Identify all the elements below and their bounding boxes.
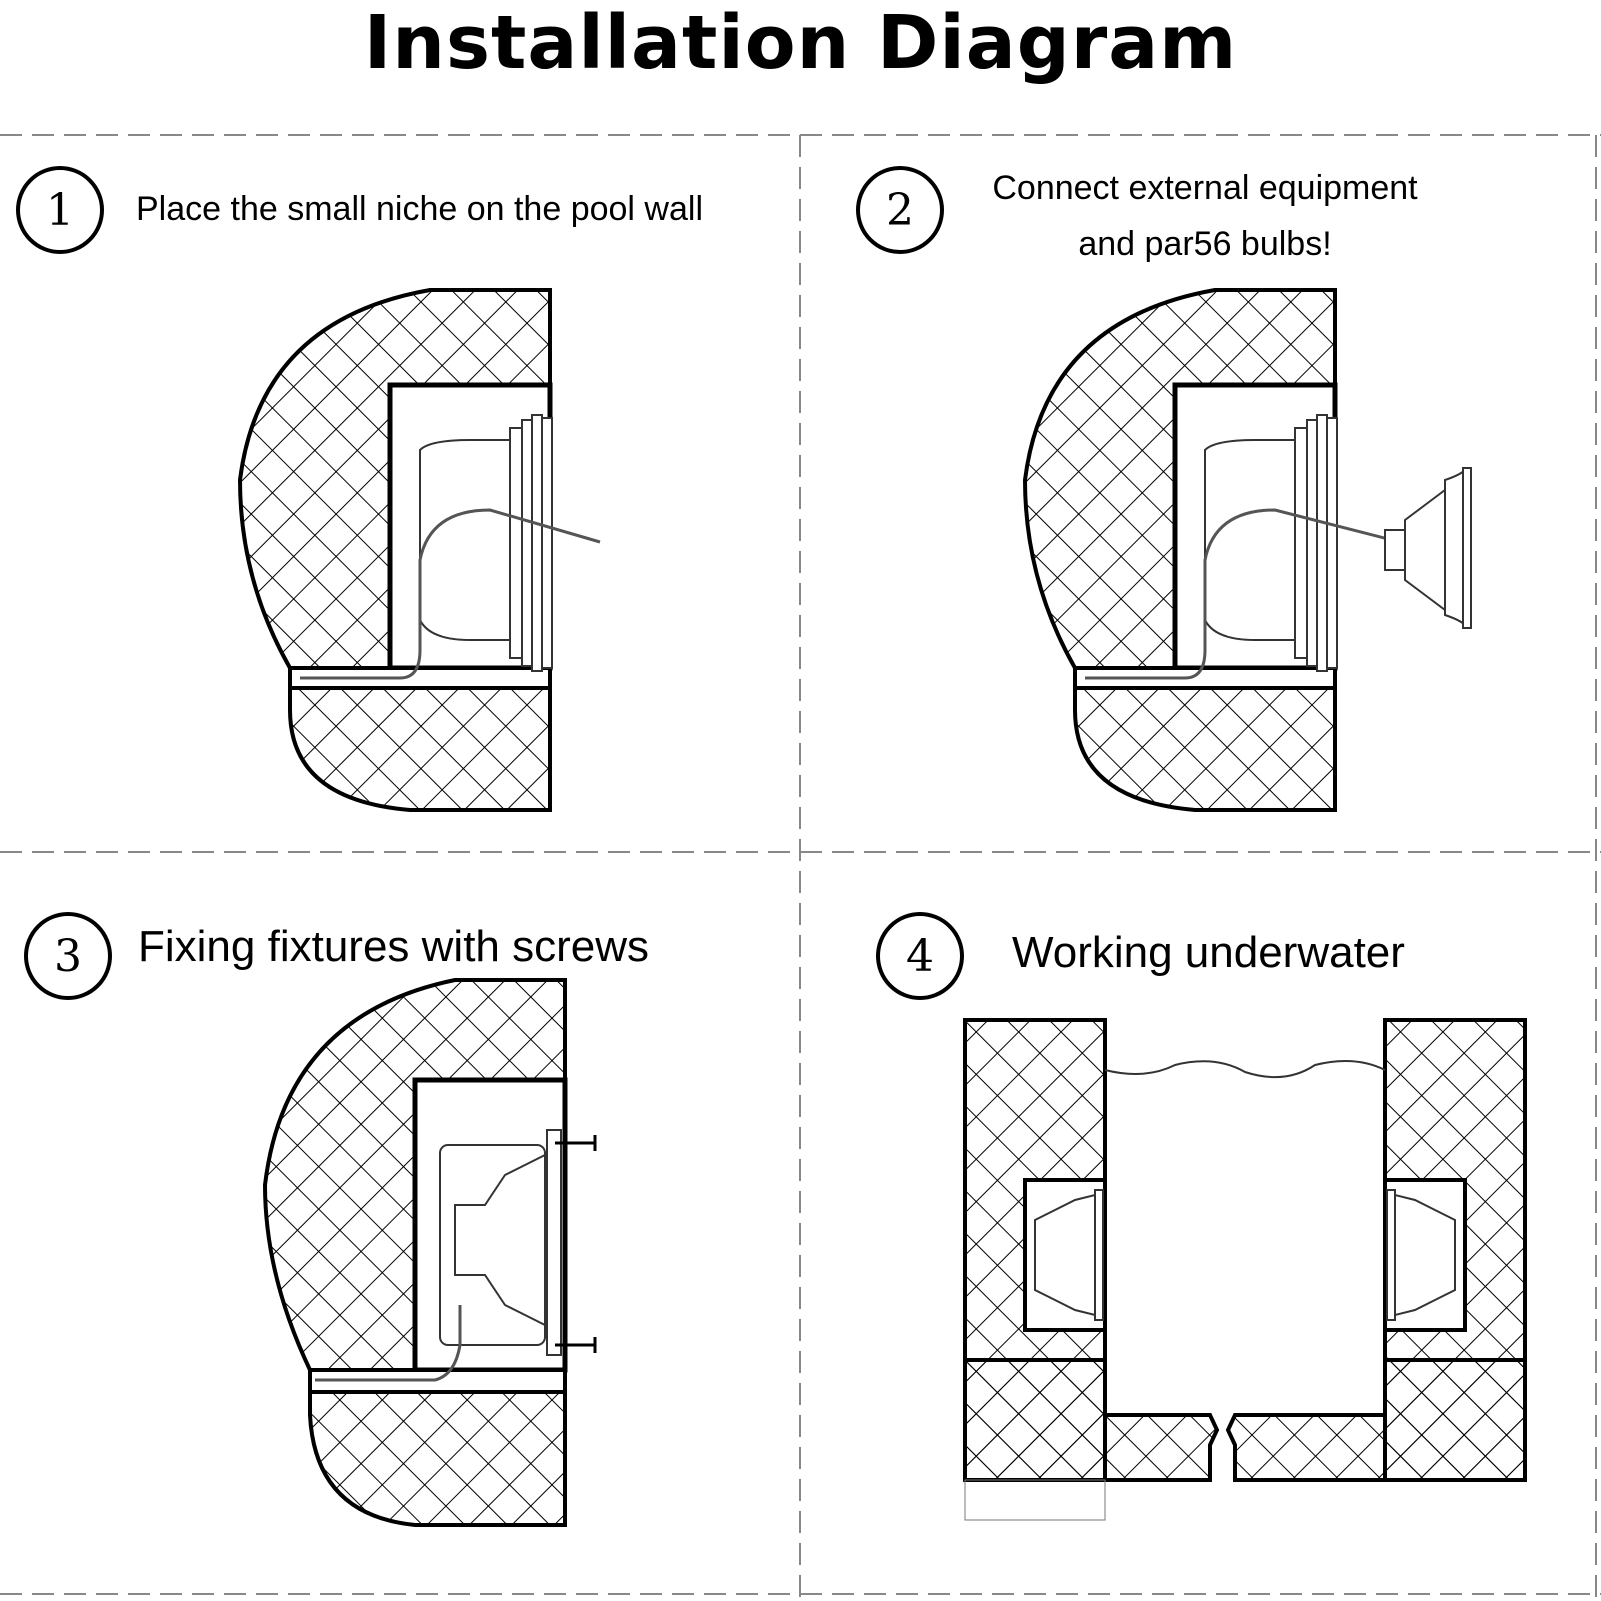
step-1-number: 1 [16, 166, 104, 254]
niche-housing [419, 414, 553, 672]
step-2-illustration [1022, 288, 1472, 812]
page-title: Installation Diagram [363, 0, 1238, 86]
water-surface [1104, 1060, 1386, 1079]
step-1-text: Place the small niche on the pool wall [136, 190, 703, 228]
step-3-illustration [262, 978, 597, 1527]
step-2-text-line-2: and par56 bulbs! [1078, 225, 1332, 263]
power-cable [315, 1305, 462, 1382]
installed-fixture [439, 1129, 562, 1356]
step-2-text-line-1: Connect external equipment [992, 169, 1418, 207]
step-2-number: 2 [856, 166, 944, 254]
step-4-text: Working underwater [1012, 928, 1405, 977]
conduit-channel [288, 666, 552, 690]
pool-floor-left [963, 1358, 1220, 1482]
step-4-illustration [963, 1018, 1527, 1521]
base-outline [964, 1479, 1106, 1521]
power-cable [300, 508, 601, 680]
step-3-number: 3 [24, 912, 112, 1000]
step-1-illustration [237, 288, 601, 812]
right-light [1386, 1189, 1456, 1321]
conduit-channel [1073, 666, 1337, 690]
fixing-screws [555, 1135, 597, 1353]
pool-floor-right [1225, 1358, 1527, 1482]
niche-housing [1204, 414, 1338, 672]
left-light [1034, 1189, 1104, 1321]
step-2-text: Connect external equipment and par56 bul… [940, 160, 1470, 272]
step-4-number: 4 [876, 912, 964, 1000]
power-cable [1085, 508, 1401, 680]
conduit-channel [308, 1368, 567, 1394]
par56-bulb [1384, 467, 1472, 629]
step-3-text: Fixing fixtures with screws [138, 922, 650, 971]
